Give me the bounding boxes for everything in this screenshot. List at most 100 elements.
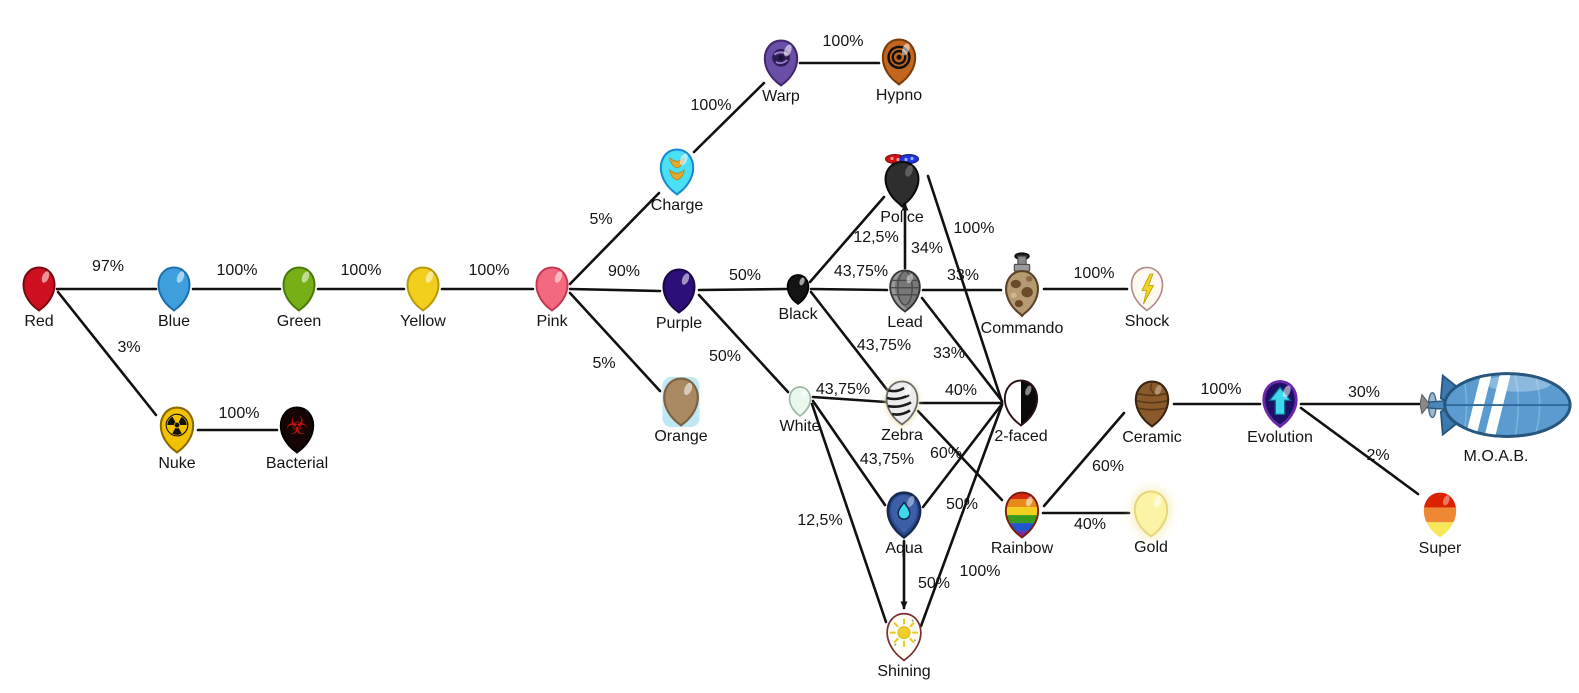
edge-label-black-lead: 43,75% <box>834 263 888 280</box>
edge-label-lead-police: 34% <box>911 240 943 257</box>
node-blue: Blue <box>156 266 192 330</box>
shock-balloon-icon <box>1130 266 1164 312</box>
edge-charge-warp <box>692 81 766 154</box>
zebra-balloon-icon <box>885 380 919 426</box>
node-label-red: Red <box>24 313 54 330</box>
commando-balloon-icon <box>1004 252 1040 318</box>
node-pink: Pink <box>534 266 570 330</box>
edge-label-pink-charge: 5% <box>589 211 612 228</box>
node-black: Black <box>778 273 818 323</box>
node-label-pink: Pink <box>536 313 568 330</box>
edge-label-lead-commando: 33% <box>947 267 979 284</box>
node-label-green: Green <box>276 313 322 330</box>
shining-balloon-icon <box>886 612 922 662</box>
node-yellow: Yellow <box>400 266 446 330</box>
node-shining: Shining <box>877 612 931 680</box>
node-label-blue: Blue <box>157 313 191 330</box>
edge-label-blue-green: 100% <box>217 262 258 279</box>
edge-label-aqua-twofaced: 50% <box>946 496 978 513</box>
node-label-shock: Shock <box>1124 313 1170 330</box>
node-label-shining: Shining <box>877 663 931 680</box>
yellow-balloon-icon <box>406 266 440 312</box>
edge-label-evolution-moab: 30% <box>1348 384 1380 401</box>
node-evolution: Evolution <box>1247 380 1313 446</box>
node-shock: Shock <box>1125 266 1169 330</box>
edge-label-commando-shock: 100% <box>1074 265 1115 282</box>
node-label-purple: Purple <box>655 315 703 332</box>
edge-label-aqua-shining: 50% <box>918 575 950 592</box>
node-white: White <box>780 385 820 435</box>
bacterial-balloon-icon: ☣ <box>279 406 315 454</box>
node-gold: Gold <box>1132 490 1170 556</box>
node-label-nuke: Nuke <box>158 455 196 472</box>
nuke-balloon-icon: ☢ <box>159 406 195 454</box>
node-label-evolution: Evolution <box>1247 429 1313 446</box>
node-label-orange: Orange <box>654 428 708 445</box>
node-label-super: Super <box>1418 540 1462 557</box>
purple-balloon-icon <box>662 268 696 314</box>
edge-label-red-blue: 97% <box>92 258 124 275</box>
node-nuke: ☢ Nuke <box>158 406 196 472</box>
edge-black-lead <box>809 287 889 292</box>
rainbow-balloon-icon <box>1004 491 1040 539</box>
node-purple: Purple <box>656 268 702 332</box>
moab-balloon-icon <box>1420 372 1572 438</box>
node-label-moab: M.O.A.B. <box>1463 448 1529 465</box>
svg-text:☢: ☢ <box>163 408 191 444</box>
edge-label-white-aqua: 43,75% <box>860 451 914 468</box>
twofaced-balloon-icon <box>1003 379 1039 427</box>
edge-label-warp-hypno: 100% <box>823 33 864 50</box>
edge-label-purple-white: 50% <box>709 348 741 365</box>
node-twofaced: 2-faced <box>994 379 1048 445</box>
node-label-hypno: Hypno <box>875 87 923 104</box>
super-balloon-icon <box>1423 492 1457 538</box>
hypno-balloon-icon <box>881 38 917 86</box>
node-label-gold: Gold <box>1134 539 1168 556</box>
edge-label-rainbow-gold: 40% <box>1074 516 1106 533</box>
node-label-black: Black <box>778 305 818 323</box>
edge-label-black-zebra: 43,75% <box>857 337 911 354</box>
node-label-charge: Charge <box>650 197 704 214</box>
green-balloon-icon <box>282 266 316 312</box>
edge-lead-twofaced <box>920 296 1004 403</box>
edge-label-purple-black: 50% <box>729 267 761 284</box>
node-label-twofaced: 2-faced <box>994 428 1048 445</box>
node-label-rainbow: Rainbow <box>990 540 1054 557</box>
node-police: Police <box>880 152 924 226</box>
node-charge: Charge <box>651 148 703 214</box>
blue-balloon-icon <box>157 266 191 312</box>
edge-evolution-super <box>1299 406 1420 496</box>
edge-label-ceramic-evolution: 100% <box>1201 381 1242 398</box>
edge-pink-purple <box>568 287 662 293</box>
edge-label-red-nuke: 3% <box>117 339 140 356</box>
node-label-commando: Commando <box>980 320 1064 337</box>
node-label-aqua: Aqua <box>885 540 923 557</box>
aqua-balloon-icon <box>886 491 922 539</box>
edge-pink-orange <box>568 291 662 393</box>
warp-balloon-icon <box>763 39 799 87</box>
edge-label-lead-twofaced: 33% <box>933 345 965 362</box>
edge-label-evolution-super: 2% <box>1366 447 1389 464</box>
edge-white-shining <box>810 402 888 624</box>
node-label-yellow: Yellow <box>400 313 446 330</box>
node-moab: M.O.A.B. <box>1420 365 1572 465</box>
edge-rainbow-ceramic <box>1042 411 1126 508</box>
gold-balloon-icon <box>1133 490 1169 538</box>
edge-label-charge-warp: 100% <box>691 97 732 114</box>
node-label-warp: Warp <box>762 88 800 105</box>
edge-label-white-zebra: 43,75% <box>816 381 870 398</box>
red-balloon-icon <box>22 266 56 312</box>
edge-zebra-rainbow <box>916 409 1004 502</box>
node-bacterial: ☣ Bacterial <box>266 406 328 472</box>
charge-balloon-icon <box>659 148 695 196</box>
edge-police-twofaced <box>926 174 1004 404</box>
edge-label-pink-purple: 90% <box>608 263 640 280</box>
edge-shining-twofaced <box>919 403 1004 628</box>
orange-balloon-icon <box>662 377 700 427</box>
node-label-ceramic: Ceramic <box>1122 429 1182 446</box>
node-label-bacterial: Bacterial <box>265 455 329 472</box>
svg-text:☣: ☣ <box>286 411 308 440</box>
node-label-zebra: Zebra <box>881 427 923 444</box>
edge-black-police <box>808 195 886 284</box>
